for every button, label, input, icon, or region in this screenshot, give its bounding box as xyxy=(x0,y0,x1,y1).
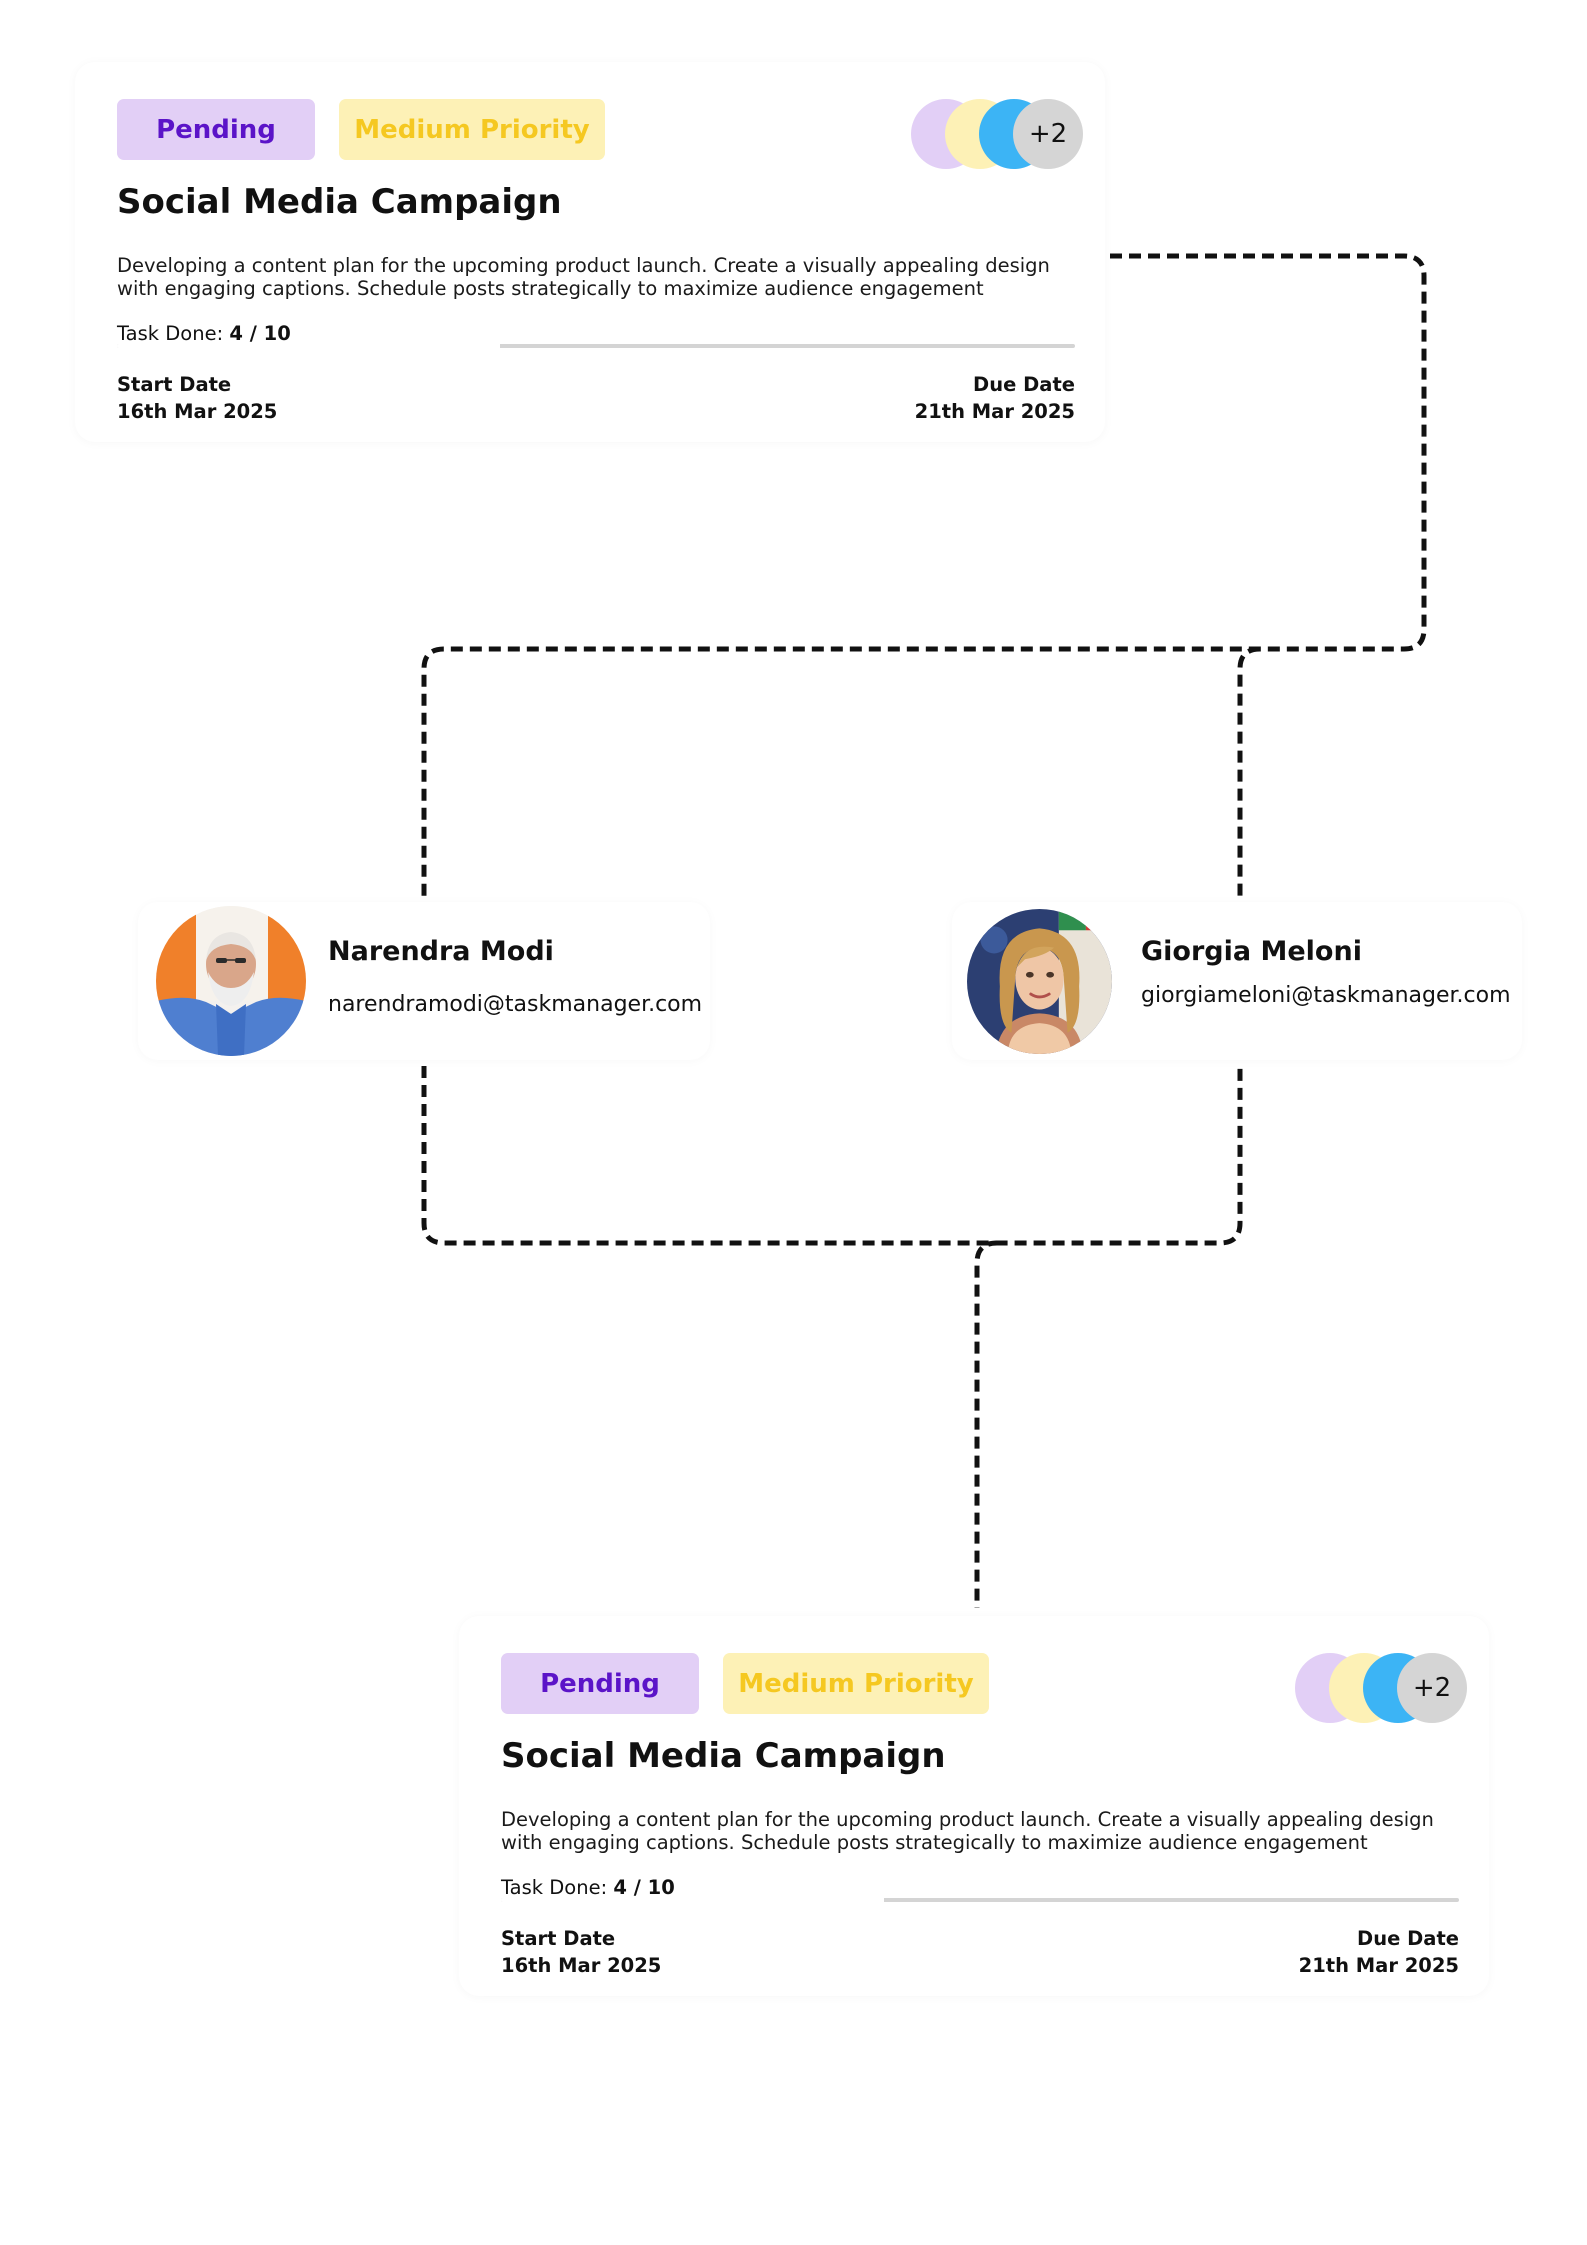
task-card[interactable]: Pending Medium Priority +2 Social Media … xyxy=(75,62,1105,442)
due-date-label: Due Date xyxy=(1357,1927,1459,1950)
due-date-block: Due Date 21th Mar 2025 xyxy=(915,371,1075,425)
task-card[interactable]: Pending Medium Priority +2 Social Media … xyxy=(459,1616,1489,1996)
task-done-counter: Task Done: 4 / 10 xyxy=(501,1876,675,1899)
man-portrait-icon xyxy=(156,906,306,1056)
status-badge[interactable]: Pending xyxy=(117,99,315,160)
start-date-value: 16th Mar 2025 xyxy=(501,1954,662,1977)
progress-bar xyxy=(501,1898,1459,1902)
connector-branch-to-giorgia xyxy=(1237,646,1261,898)
task-done-counter: Task Done: 4 / 10 xyxy=(117,322,291,345)
person-name: Giorgia Meloni xyxy=(1141,936,1362,967)
task-done-label: Task Done: xyxy=(501,1876,614,1899)
status-badge[interactable]: Pending xyxy=(501,1653,699,1714)
task-done-value: 4 / 10 xyxy=(229,322,291,345)
progress-bar-fill xyxy=(501,1898,885,1902)
task-done-label: Task Done: xyxy=(117,322,230,345)
progress-bar-fill xyxy=(117,344,501,348)
assignee-overflow-count[interactable]: +2 xyxy=(1397,1653,1467,1723)
task-title: Social Media Campaign xyxy=(501,1736,946,1776)
due-date-label: Due Date xyxy=(973,373,1075,396)
task-title: Social Media Campaign xyxy=(117,182,562,222)
avatar-illustration xyxy=(967,909,1112,1054)
assignee-avatar-stack[interactable]: +2 xyxy=(1295,1653,1467,1723)
priority-badge[interactable]: Medium Priority xyxy=(339,99,605,160)
person-name: Narendra Modi xyxy=(328,936,554,967)
woman-portrait-icon xyxy=(967,909,1112,1054)
person-email[interactable]: giorgiameloni@taskmanager.com xyxy=(1141,983,1511,1008)
connector-modi-down xyxy=(421,1066,1243,1246)
due-date-block: Due Date 21th Mar 2025 xyxy=(1299,1925,1459,1979)
start-date-block: Start Date 16th Mar 2025 xyxy=(117,371,277,425)
start-date-label: Start Date xyxy=(501,1927,616,1950)
assignee-avatar-stack[interactable]: +2 xyxy=(911,99,1083,169)
person-card[interactable]: Giorgia Meloni giorgiameloni@taskmanager… xyxy=(952,902,1522,1060)
person-card[interactable]: Narendra Modi narendramodi@taskmanager.c… xyxy=(138,902,710,1060)
task-done-value: 4 / 10 xyxy=(613,1876,675,1899)
task-description: Developing a content plan for the upcomi… xyxy=(117,254,1050,300)
due-date-value: 21th Mar 2025 xyxy=(914,400,1075,423)
progress-bar xyxy=(117,344,1075,348)
start-date-label: Start Date xyxy=(117,373,232,396)
connector-to-card2 xyxy=(974,1240,1000,1608)
start-date-block: Start Date 16th Mar 2025 xyxy=(501,1925,661,1979)
priority-badge[interactable]: Medium Priority xyxy=(723,1653,989,1714)
start-date-value: 16th Mar 2025 xyxy=(117,400,278,423)
assignee-overflow-count[interactable]: +2 xyxy=(1013,99,1083,169)
task-description: Developing a content plan for the upcomi… xyxy=(501,1808,1434,1854)
person-email[interactable]: narendramodi@taskmanager.com xyxy=(328,992,703,1017)
avatar-illustration xyxy=(156,906,306,1056)
due-date-value: 21th Mar 2025 xyxy=(1298,1954,1459,1977)
